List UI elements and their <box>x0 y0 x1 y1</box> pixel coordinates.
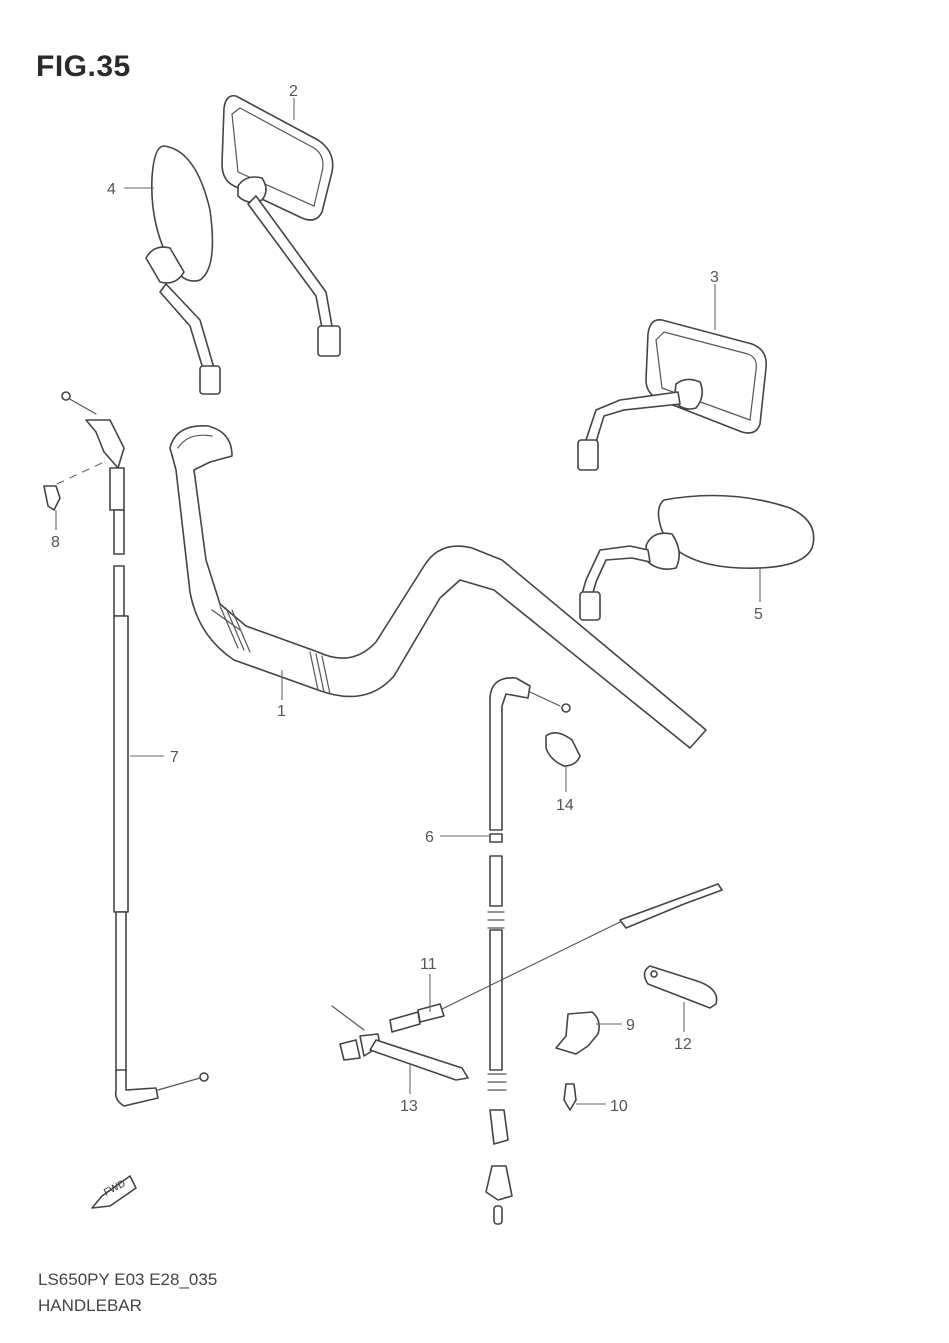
callout-6: 6 <box>425 829 434 846</box>
cap-part-14 <box>545 732 581 767</box>
clamp-part-9 <box>555 1011 600 1055</box>
handlebar <box>169 425 707 749</box>
leader-lines <box>55 98 761 1105</box>
mirror-oval-right <box>579 494 815 621</box>
handlebar-knurl-left <box>219 605 251 653</box>
clutch-cable <box>331 883 723 1061</box>
cable-tie-part-13 <box>369 1039 469 1081</box>
callout-5: 5 <box>754 606 763 623</box>
callout-12: 12 <box>674 1036 692 1053</box>
mirror-rectangular-left <box>221 94 341 357</box>
callout-numbers: 1 2 3 4 5 6 7 8 9 10 11 12 13 14 <box>51 83 763 1115</box>
callout-14: 14 <box>556 797 574 814</box>
bracket-part-12 <box>643 965 718 1009</box>
mirror-oval-left <box>145 145 221 395</box>
callout-1: 1 <box>277 703 286 720</box>
callout-10: 10 <box>610 1098 628 1115</box>
mirror-rectangular-right <box>577 318 768 471</box>
callout-7: 7 <box>170 749 179 766</box>
callout-13: 13 <box>400 1098 418 1115</box>
screw-part-8 <box>43 461 105 511</box>
figure-title: FIG.35 <box>36 50 131 83</box>
callout-9: 9 <box>626 1017 635 1034</box>
handlebar-knurl-right <box>309 651 331 695</box>
callout-8: 8 <box>51 534 60 551</box>
model-code: LS650PY E03 E28_035 <box>38 1270 218 1289</box>
throttle-cable-long <box>61 391 209 1107</box>
callout-2: 2 <box>289 83 298 100</box>
callout-11: 11 <box>420 956 437 973</box>
bolt-part-10 <box>563 1083 577 1111</box>
section-name: HANDLEBAR <box>38 1296 142 1315</box>
callout-4: 4 <box>107 181 116 198</box>
callout-3: 3 <box>710 269 719 286</box>
fwd-arrow-icon: FWD <box>91 1175 137 1209</box>
throttle-cable-short <box>485 677 571 1225</box>
